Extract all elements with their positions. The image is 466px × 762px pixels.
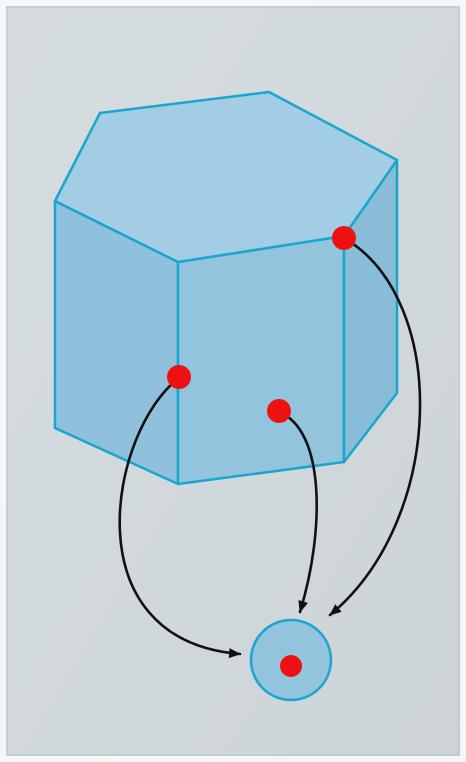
edge-point: [167, 365, 191, 389]
target-point: [280, 655, 302, 677]
face-point: [267, 399, 291, 423]
corner-point: [332, 226, 356, 250]
hexagonal-prism: [55, 92, 397, 484]
prism-front-face: [178, 236, 344, 484]
